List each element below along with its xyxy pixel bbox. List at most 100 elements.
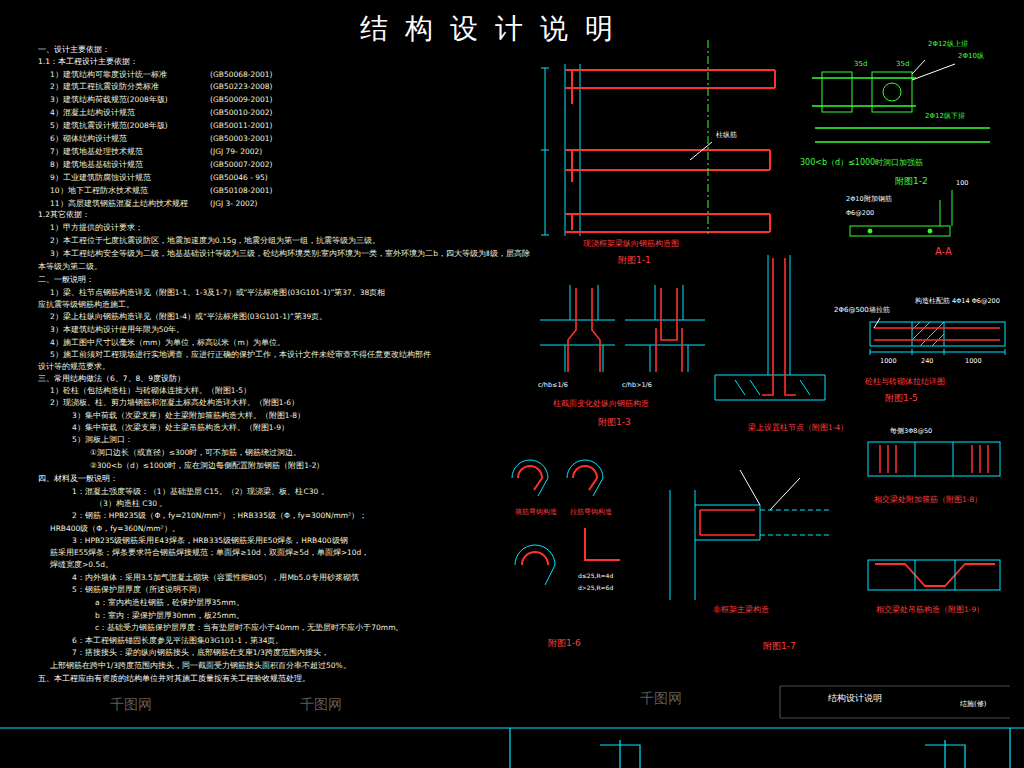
secondary-beam [915, 560, 955, 590]
sheet-frame [0, 686, 1024, 768]
note-line: 1）甲方提供的设计要求； [50, 224, 143, 233]
column-wall-tie [870, 318, 1005, 355]
note-line: 一、设计主要依据： [38, 46, 110, 55]
frame-line [510, 728, 1010, 768]
note-line: 1：混凝土强度等级：（1）基础垫层 C15。（2）现浇梁、板、柱C30 。 [72, 488, 329, 497]
note-line: (GB50108-2001) [210, 187, 272, 196]
note-line: 2：钢筋：HPB235级（Φ，fy=210N/mm²）；HRB335级（Φ，fy… [72, 512, 367, 521]
note-line: 3）建筑结构荷载规范(2008年版) [50, 96, 168, 105]
detail-label: 240 [921, 358, 933, 365]
note-line: (GB50223-2008) [210, 83, 272, 92]
detail-label: d≤25,R=4d [578, 573, 613, 580]
note-line: 四、材料及一般说明： [38, 475, 118, 484]
watermark: 千图网 [300, 696, 342, 712]
note-line: 二、一般说明： [38, 276, 94, 285]
note-line: 3）集中荷载（次梁支座）处主梁附加箍筋构造大样。（附图1-8） [72, 412, 305, 421]
note-line: 8）建筑地基基础设计规范 [50, 161, 143, 170]
note-line: 上部钢筋在跨中1/3跨度范围内接头，同一截面受力钢筋接头面积百分率不超过50%。 [50, 662, 351, 671]
note-line: (JGJ 79- 2002) [210, 148, 262, 157]
wall-tie-bar [874, 328, 1000, 340]
detail-label: 附图1-5 [885, 393, 918, 403]
frame-line [0, 727, 1024, 728]
column-section-change [540, 285, 705, 372]
note-line: 6）砌体结构设计规范 [50, 135, 127, 144]
sheet-title: 结 构 设 计 说 明 [360, 10, 617, 48]
detail-label: A-A [935, 246, 952, 258]
leader-line [690, 142, 712, 160]
column-outline [625, 285, 705, 372]
note-line: 4）集中荷载（次梁支座）处主梁吊筋构造大样。（附图1-9） [72, 424, 289, 433]
note-line: 5）施工前须对工程现场进行实地调查，应进行正确的保护工作，本设计文件未经审查不得… [50, 351, 431, 360]
note-line: 4）混凝土结构设计规范 [50, 109, 135, 118]
note-line: (GB50007-2002) [210, 161, 272, 170]
note-line: (GB50068-2001) [210, 71, 272, 80]
detail-label: 附图1-1 [618, 255, 651, 265]
next-sheet-detail [600, 740, 965, 768]
note-line: b：室内：梁保护层厚30mm，板25mm。 [95, 612, 244, 621]
column-bar [762, 258, 796, 395]
note-line: 2）梁上柱纵向钢筋构造详见（附图1-4）或“平法标准图(03G101-1)”第3… [50, 313, 327, 322]
note-line: ②300<b（d）≤1000时，应在洞边每侧配置附加钢筋（附图1-2） [90, 462, 324, 471]
added-stirrups [868, 442, 1000, 476]
bent-bar [585, 528, 620, 560]
note-line: (GB50046 - 95) [210, 174, 268, 183]
bar-dot [868, 229, 872, 233]
wall-outline [870, 322, 1005, 346]
opening-reinforcement [812, 60, 990, 236]
note-line: 1）建筑结构可靠度设计统一标准 [50, 71, 167, 80]
detail-label: 100 [956, 180, 968, 187]
detail-label: 梁上设置柱节点（附图1-4） [748, 424, 848, 433]
hook-bar [573, 466, 597, 490]
hook-bar [518, 466, 542, 490]
note-line: 5）洞板上洞口： [72, 436, 133, 445]
note-line: 4：内外墙体：采用3.5加气混凝土砌块（容重性能B05），用Mb5.0专用砂浆砌… [72, 574, 359, 583]
title-block [780, 686, 1010, 718]
hook-outline [512, 460, 548, 496]
note-line: c：基础受力钢筋保护层厚度：当有垫层时不应小于40mm，无垫层时不应小于70mm… [95, 624, 403, 633]
detail-label: 现浇框架梁纵向钢筋构造图 [583, 240, 679, 249]
leader-line [740, 470, 800, 510]
detail-label: 2Φ12纵上排 [928, 40, 968, 48]
note-line: ①洞口边长（或直径）≤300时，可不加筋，钢筋绕过洞边。 [90, 449, 301, 458]
note-line: 6：本工程钢筋锚固长度参见平法图集03G101-1，第34页。 [72, 637, 283, 646]
detail-label: 相交梁处吊筋构造（附图1-9） [876, 606, 984, 615]
beam-outline [868, 442, 1000, 476]
note-line: 本等级为第二级。 [38, 263, 102, 272]
note-line: 10）地下工程防水技术规范 [50, 187, 148, 196]
note-line: 5：钢筋保护层厚度（所述说明不同） [72, 586, 205, 595]
note-line: 3）本工程结构安全等级为二级，地基基础设计等级为三级，砼结构环境类别:室内环境为… [50, 250, 530, 259]
column-outline [540, 285, 615, 372]
detail-label: 箍筋弯钩构造 [515, 508, 557, 516]
note-line: 设计等的规范要求。 [38, 363, 110, 372]
detail-label: 1000 [965, 358, 982, 365]
detail-label: 1000 [880, 358, 897, 365]
detail-label: 35d [896, 60, 909, 68]
secondary-beam [915, 442, 953, 476]
beam-bar [700, 510, 755, 535]
beam-bar [565, 214, 770, 232]
note-line: (GB50011-2001) [210, 122, 272, 131]
detail-label: 2Φ10附加钢筋 [846, 196, 892, 203]
hanger-bar-line [875, 564, 995, 586]
dimension-line [541, 68, 549, 235]
note-line: 4）施工图中尺寸以毫米（mm）为单位，标高以米（m）为单位。 [50, 339, 285, 348]
note-line: 9）工业建筑防腐蚀设计规范 [50, 174, 151, 183]
detail-label: 每侧3Φ8@50 [890, 428, 932, 435]
detail-label: 2Φ10纵 [958, 52, 984, 60]
column-on-beam [715, 255, 825, 400]
note-line: 三、常用结构做法（6、7、8、9度设防） [38, 375, 185, 384]
leader-line [912, 60, 955, 80]
detail-label: d>25,R=6d [578, 585, 613, 592]
detail-label: 非框架主梁构造 [713, 606, 769, 615]
note-line: 11）高层建筑钢筋混凝土结构技术规程 [50, 200, 188, 209]
note-line: 应抗震等级钢筋构造施工。 [38, 301, 134, 310]
slab-section [850, 226, 950, 236]
beam-bar [565, 70, 775, 88]
column-hatch [912, 322, 944, 346]
note-line: 5）建筑抗震设计规范(2008年版) [50, 122, 168, 131]
note-line: 1）砼柱（包括构造柱）与砖砌体连接大样。（附图1-5） [50, 387, 251, 396]
hanger-bar [868, 560, 1000, 590]
dimension-line [870, 349, 1005, 355]
watermark: 千图网 [640, 690, 682, 706]
